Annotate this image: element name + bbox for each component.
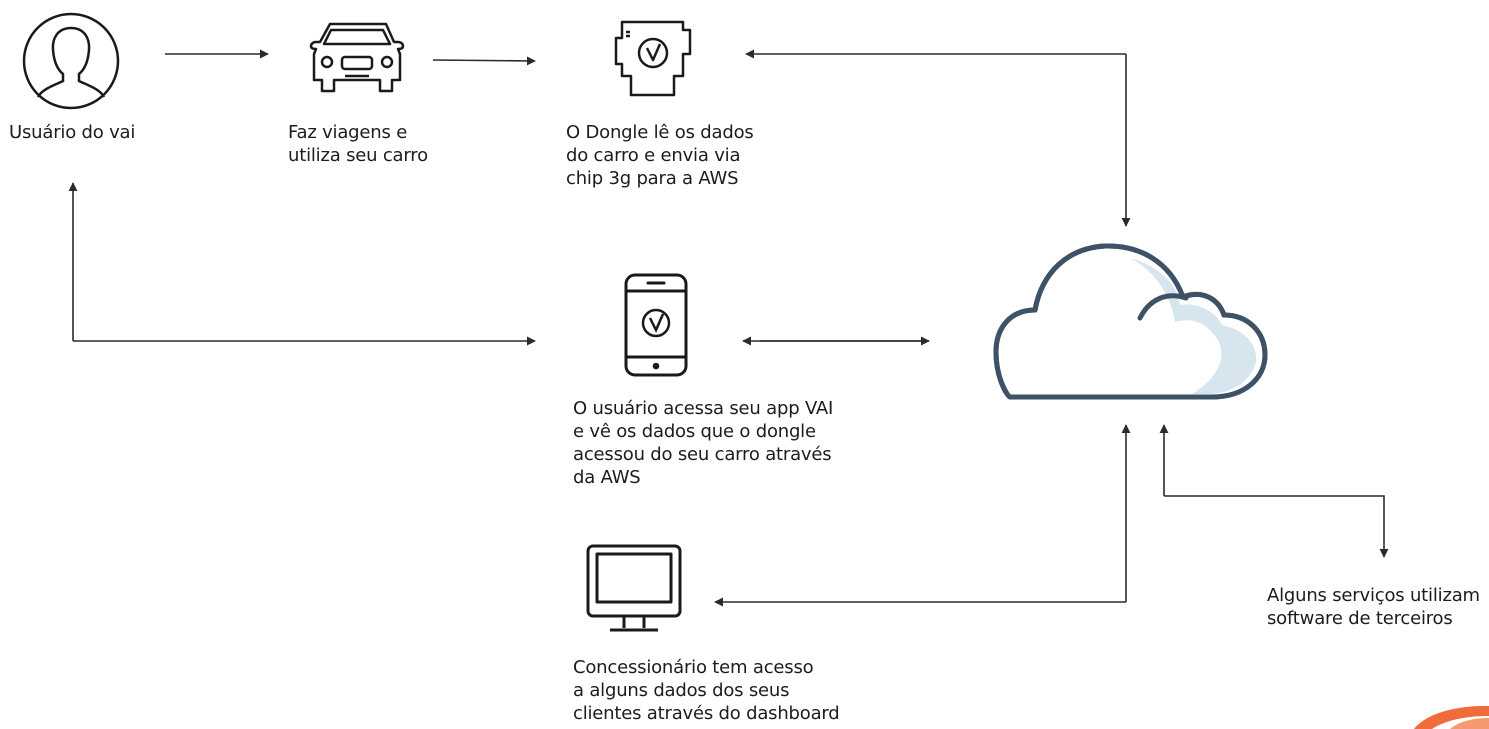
monitor-icon	[586, 544, 682, 632]
label-user: Usuário do vai	[9, 121, 135, 144]
brand-logo-icon	[1414, 706, 1489, 729]
label-third-party: Alguns serviços utilizam software de ter…	[1267, 584, 1480, 630]
label-dealer-line-1: Concessionário tem acesso	[573, 657, 814, 678]
label-car-line-2: utiliza seu carro	[288, 145, 428, 166]
label-dongle-line-1: O Dongle lê os dados	[566, 122, 754, 143]
label-dongle-line-3: chip 3g para a AWS	[566, 168, 739, 189]
label-app-line-2: e vê os dados que o dongle	[573, 421, 816, 442]
label-app-line-1: O usuário acessa seu app VAI	[573, 398, 834, 419]
label-app-line-3: acessou do seu carro através	[573, 444, 832, 465]
label-third-party-line-2: software de terceiros	[1267, 608, 1453, 629]
label-third-party-line-1: Alguns serviços utilizam	[1267, 585, 1480, 606]
label-user-line-1: Usuário do vai	[9, 122, 136, 143]
user-avatar-icon	[22, 12, 120, 110]
arrow-cloud-to-third-party	[1164, 495, 1389, 558]
label-dealer-line-3: clientes através do dashboard	[573, 703, 840, 724]
smartphone-icon	[624, 273, 688, 377]
label-dealer: Concessionário tem acesso a alguns dados…	[573, 656, 840, 725]
label-dealer-line-2: a alguns dados dos seus	[573, 680, 790, 701]
label-car-line-1: Faz viagens e	[288, 122, 408, 143]
label-car: Faz viagens e utiliza seu carro	[288, 121, 428, 167]
aws-cloud-icon	[993, 243, 1268, 400]
label-app: O usuário acessa seu app VAI e vê os dad…	[573, 397, 833, 489]
car-icon	[309, 22, 405, 93]
dongle-icon	[614, 20, 692, 97]
label-dongle: O Dongle lê os dados do carro e envia vi…	[566, 121, 754, 190]
label-dongle-line-2: do carro e envia via	[566, 145, 741, 166]
label-app-line-4: da AWS	[573, 467, 641, 488]
arrow-car-to-dongle	[432, 56, 536, 66]
